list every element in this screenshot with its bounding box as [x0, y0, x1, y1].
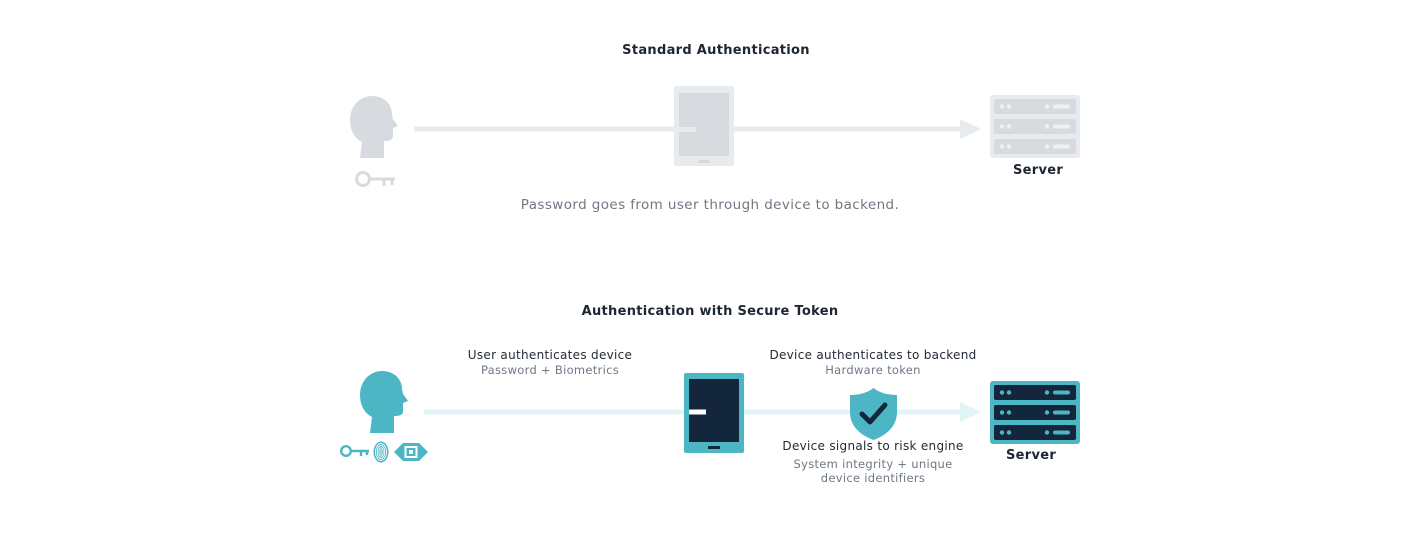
standard-server-label: Server [1012, 163, 1064, 178]
standard-title: Standard Authentication [622, 43, 810, 58]
device-authenticates-sublabel: Hardware token [825, 363, 921, 377]
fingerprint-icon [373, 441, 389, 463]
tablet-icon [684, 373, 744, 453]
server-icon [990, 381, 1080, 444]
secure-server-label: Server [1005, 448, 1057, 463]
user-authenticates-label: User authenticates device [467, 348, 633, 362]
risk-engine-sublabel-line2: device identifiers [820, 471, 926, 485]
shield-check-icon [850, 388, 897, 440]
eye-scan-icon [394, 443, 428, 461]
tablet-icon [674, 86, 734, 166]
user-authenticates-sublabel: Password + Biometrics [480, 363, 620, 377]
key-icon [355, 171, 395, 187]
device-authenticates-label: Device authenticates to backend [769, 348, 977, 362]
standard-caption: Password goes from user through device t… [520, 197, 900, 213]
risk-engine-sublabel-line1: System integrity + unique [793, 457, 953, 471]
key-icon [339, 444, 369, 458]
server-icon [990, 95, 1080, 158]
user-head-icon [360, 371, 408, 433]
user-head-icon [350, 96, 398, 158]
secure-title: Authentication with Secure Token [581, 304, 839, 319]
risk-engine-label: Device signals to risk engine [782, 439, 964, 453]
